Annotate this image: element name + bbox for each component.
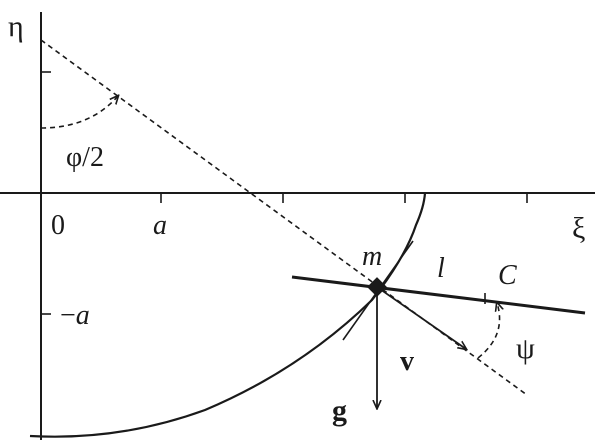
rod-line (291, 275, 586, 315)
xi-axis-label: ξ (572, 212, 585, 245)
velocity-vector (376, 286, 466, 349)
mass-point (367, 277, 387, 297)
eta-axis-label: η (8, 10, 24, 43)
minus-sign: − (60, 300, 76, 331)
velocity-label: v (400, 346, 414, 377)
psi-label: ψ (516, 332, 535, 365)
mass-label: m (362, 241, 382, 272)
curve-c-label: C (498, 260, 517, 291)
dashed-normal-line (40, 39, 528, 396)
half-angle-label: φ/2 (66, 142, 104, 173)
neg-a-letter: a (76, 300, 90, 331)
half-angle-arc (40, 96, 118, 129)
origin-label: 0 (51, 210, 65, 241)
neg-a-tick-label: −a (60, 300, 90, 331)
curve-c (29, 192, 427, 438)
gravity-label: g (332, 394, 347, 427)
psi-angle-arc (477, 303, 500, 359)
a-tick-label: a (153, 210, 167, 241)
rod-length-label: l (437, 253, 445, 284)
